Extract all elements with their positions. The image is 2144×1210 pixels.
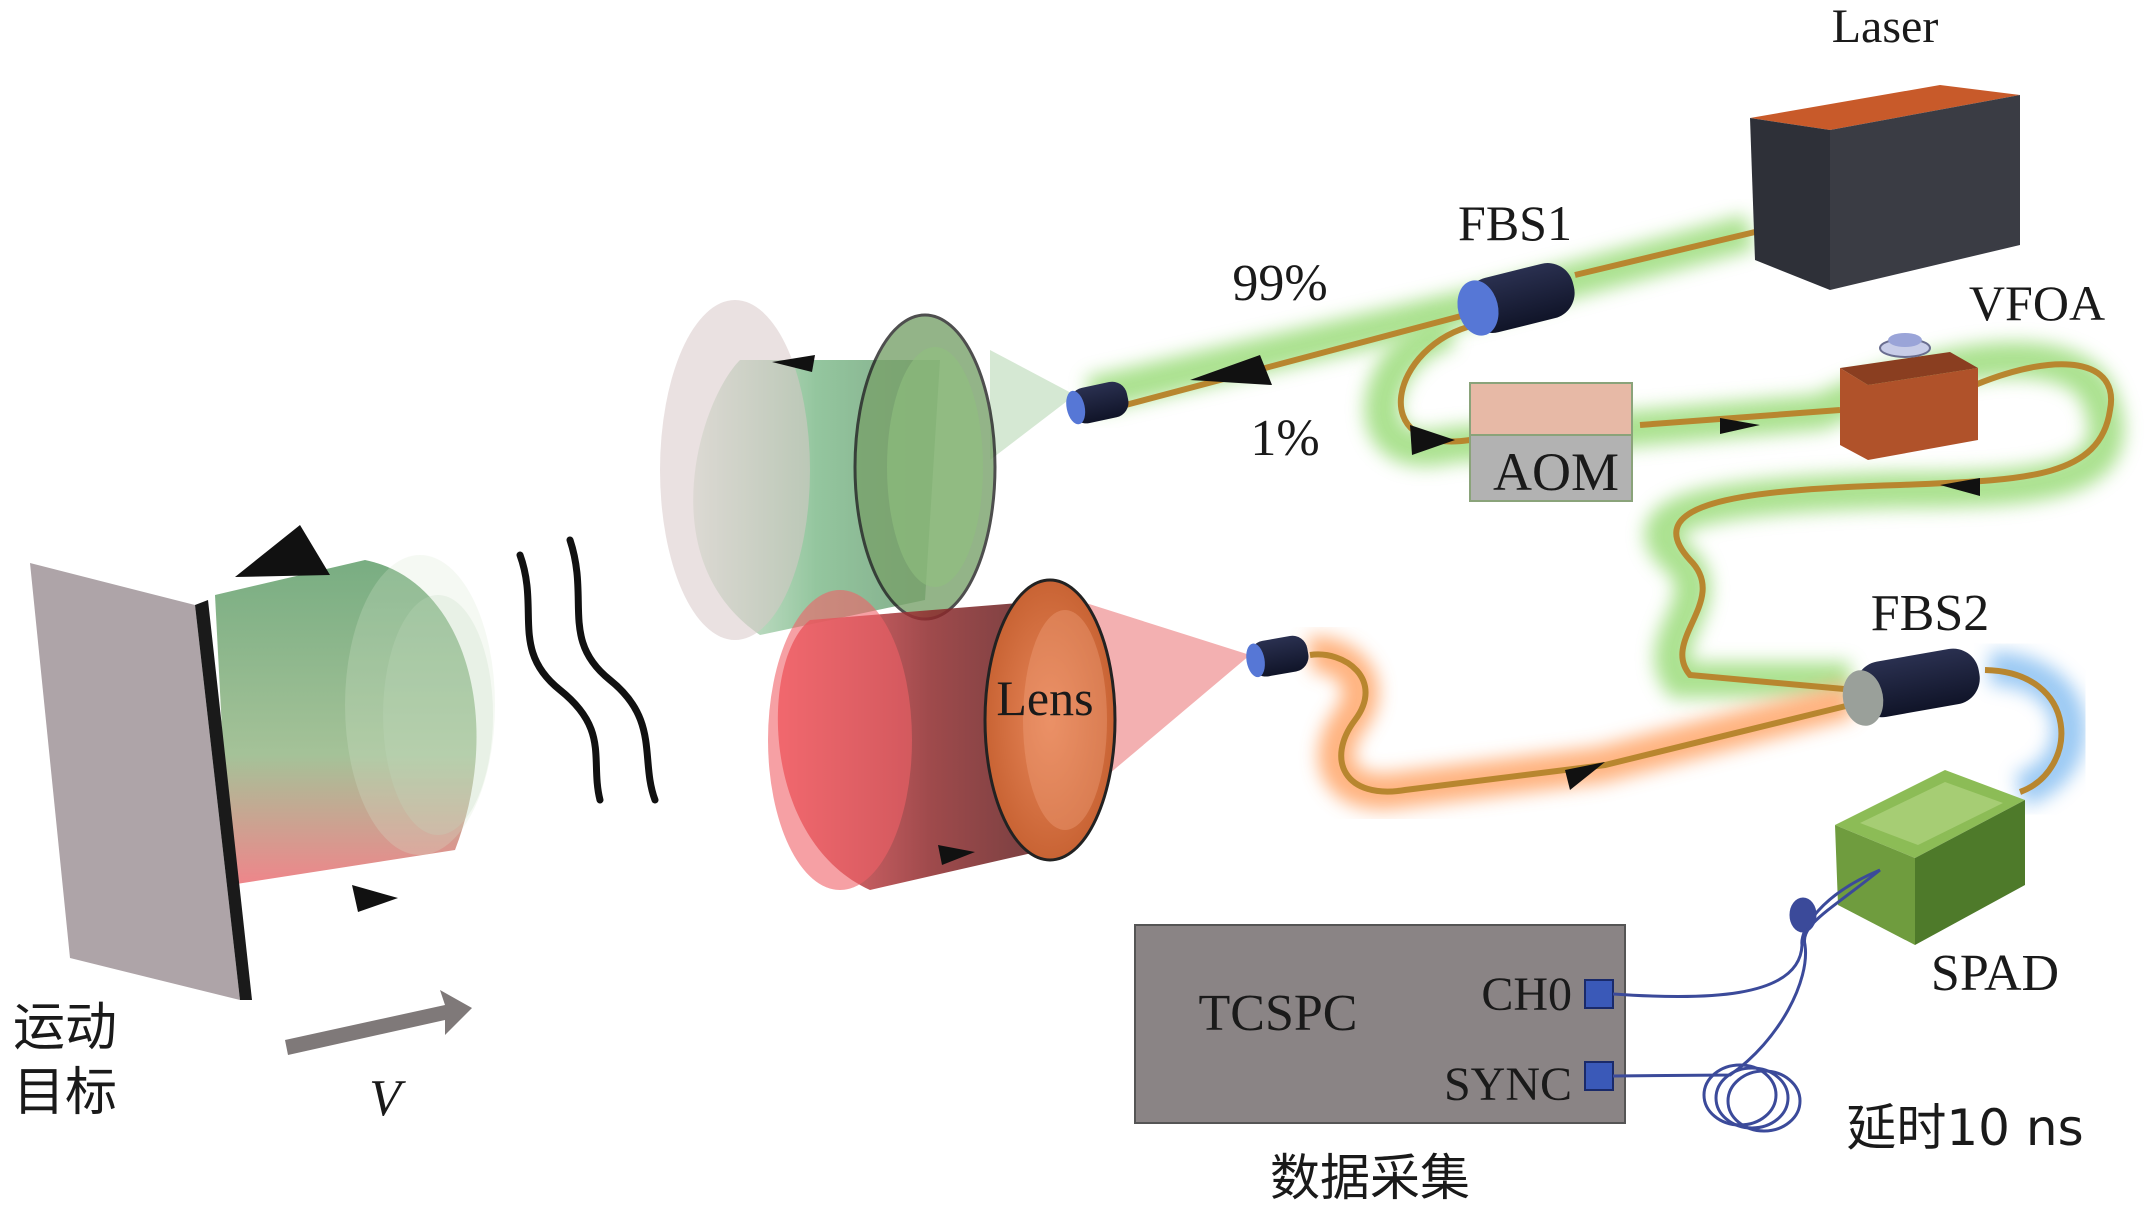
tx-collimator	[1066, 381, 1129, 425]
aom-label: AOM	[1493, 442, 1619, 502]
green-lens-inner	[887, 347, 983, 587]
target-label-line2: 目标	[13, 1063, 117, 1123]
fiber-arrows	[1190, 355, 1980, 790]
delay-label: 延时10 ns	[1846, 1099, 2083, 1157]
lens-label: Lens	[996, 670, 1093, 726]
arrow-to-fbs2	[1565, 762, 1605, 790]
lens-inner	[1023, 610, 1107, 830]
cable-spad-ch0	[1612, 868, 1881, 999]
fbs2-coupler: FBS2	[1842, 585, 1990, 726]
spad-box: SPAD	[1835, 770, 2059, 1002]
ch0-label: CH0	[1481, 968, 1572, 1021]
fiber-fbs2-spad	[1984, 667, 2065, 795]
arrow-loop-return	[1940, 478, 1980, 496]
break-line-2	[566, 536, 659, 804]
laser-front-face	[1750, 118, 1830, 290]
split-1-label: 1%	[1250, 410, 1319, 467]
fiber-glows	[1085, 214, 2125, 810]
target-beam-front-ring	[345, 555, 495, 855]
laser-label: Laser	[1832, 0, 1939, 53]
green-cylinder-back	[660, 300, 810, 640]
fiber-fbs1-collimator	[1117, 312, 1466, 410]
spad-side-face	[1915, 800, 2025, 945]
fiber-aom-vfoa	[1639, 407, 1841, 428]
target-plate-edge	[195, 600, 252, 1000]
target-plate-front	[30, 563, 240, 1000]
fbs1-end	[1457, 280, 1499, 336]
spad-top-inner	[1860, 782, 2003, 845]
tcspc-box: TCSPC CH0 SYNC 数据采集	[1134, 924, 1626, 1207]
target-label-line1: 运动	[13, 998, 117, 1058]
vfoa-label: VFOA	[1969, 275, 2105, 331]
vfoa-knob-top	[1888, 333, 1922, 347]
spad-label: SPAD	[1931, 945, 2059, 1002]
sync-label: SYNC	[1444, 1058, 1572, 1111]
aom-top	[1469, 382, 1633, 436]
target-beam-inner-ring	[383, 595, 493, 835]
fbs2-label: FBS2	[1871, 585, 1990, 642]
distance-break-marks	[516, 536, 659, 804]
arrow-to-collimator	[1190, 355, 1272, 385]
fiber-vfoa-loop-fbs2	[1673, 361, 2115, 693]
sync-port	[1584, 1061, 1614, 1091]
signal-cables	[1612, 868, 1881, 1133]
target-beam-arrow-top	[235, 525, 330, 577]
green-cone	[990, 350, 1075, 460]
red-cylinder-back	[768, 590, 912, 890]
fbs1-label: FBS1	[1458, 195, 1572, 251]
rx-collimator	[1246, 635, 1309, 678]
tcspc-label: TCSPC	[1199, 985, 1358, 1042]
glow-blue	[1988, 651, 2087, 807]
lens	[983, 578, 1117, 862]
vfoa-front-face	[1840, 368, 1868, 460]
break-line-1	[516, 551, 604, 804]
fbs1-coupler: FBS1 99% 1%	[1232, 195, 1575, 467]
spad-front-face	[1835, 825, 1915, 945]
cable-junction	[1789, 897, 1817, 933]
aom-bottom	[1469, 434, 1633, 502]
fbs2-body	[1855, 648, 1980, 718]
laser-top-face	[1750, 85, 2020, 130]
vfoa-side-face	[1868, 368, 1978, 460]
vfoa-top-face	[1840, 352, 1978, 385]
velocity-label: V	[369, 1070, 406, 1127]
split-99-label: 99%	[1232, 255, 1327, 312]
target-beam-arrow-bottom	[352, 885, 398, 912]
fiber-collimator-fbs2	[1309, 651, 1851, 795]
arrow-to-aom	[1410, 425, 1455, 455]
fiber-laser-fbs1	[1574, 229, 1756, 278]
target-beam	[215, 560, 477, 885]
fibers	[1117, 229, 2115, 795]
vfoa-box: VFOA	[1840, 275, 2105, 460]
delay-loop-3	[1726, 1069, 1802, 1133]
fbs2-end	[1842, 670, 1884, 726]
laser-box: Laser	[1750, 0, 2020, 290]
red-beam-arrow	[938, 845, 975, 865]
ch0-port	[1584, 979, 1614, 1009]
cable-spad-sync	[1612, 868, 1881, 1078]
laser-side-face	[1830, 95, 2020, 290]
arrow-to-vfoa	[1720, 418, 1760, 434]
velocity-arrow	[285, 990, 472, 1055]
tcspc-body	[1134, 924, 1626, 1124]
transmit-beam	[660, 300, 1129, 640]
green-beam-arrow	[772, 355, 815, 372]
aom-box: AOM	[1469, 382, 1633, 502]
receive-beam: Lens	[768, 578, 1309, 890]
moving-target: V 运动 目标	[13, 525, 495, 1127]
data-acq-label: 数据采集	[1270, 1149, 1470, 1207]
